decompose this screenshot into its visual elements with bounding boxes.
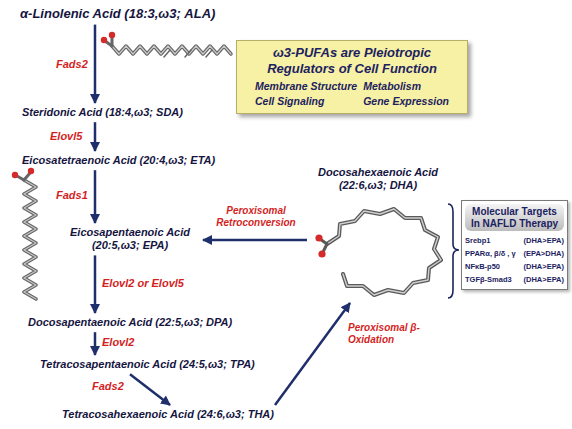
compound-name: Eicosatetraenoic Acid (20:4,ω3; ETA) (22, 154, 215, 167)
dha-molecule (315, 209, 441, 295)
text-grid: Membrane Structure MetabolismCell Signali… (245, 80, 459, 107)
carbon-chain (327, 209, 441, 295)
compound-name: Steridonic Acid (18:4,ω3; SDA) (22, 106, 183, 119)
compound-label: α-Linolenic Acid (18:3,ω3; ALA) (20, 6, 215, 22)
target-name: NFκB-p50 (465, 262, 516, 271)
text-grid: Srebp1 (DHA>EPA) PPARα, β/δ , γ (EPA>DHA) NF… (465, 236, 564, 284)
curly-bracket (448, 204, 459, 298)
oxygen-atom (318, 250, 325, 257)
compound-name: Tetracosahexaenoic Acid (24:6,ω3; THA) (62, 408, 274, 421)
box-heading: Molecular Targets In NAFLD Therapy (465, 204, 564, 231)
oxygen-atom (109, 32, 115, 38)
target-name: TGFβ-Smad3 (465, 275, 516, 284)
ala-molecule (101, 32, 231, 57)
compound-name: Docosahexaenoic Acid (22:6,ω3; DHA) (310, 166, 446, 192)
oxygen-atom (28, 168, 34, 174)
compound-name: α-Linolenic Acid (18:3,ω3; ALA) (20, 6, 215, 22)
enzyme-label: Elovl2 or Elovl5 (102, 277, 184, 290)
enzyme-label: Peroxisomal β-Oxidation (348, 322, 438, 345)
compound-label: Docosahexaenoic Acid (22:6,ω3; DHA) (310, 166, 446, 300)
oxygen-atom (315, 234, 322, 241)
double-bond (164, 50, 170, 57)
compound-name: Tetracosapentaenoic Acid (24:5,ω3; TPA) (40, 358, 255, 371)
carboxyl-bond (17, 176, 24, 180)
compound-name: Docosapentaenoic Acid (22:5,ω3; DPA) (28, 316, 232, 329)
enzyme-label: Elovl5 (50, 130, 82, 143)
pathway-arrow (94, 332, 97, 355)
pathway-arrow (94, 122, 97, 151)
enzyme-label: Elovl2 (102, 336, 134, 349)
chain-highlight (112, 46, 231, 54)
pathway-arrow (94, 255, 97, 313)
target-selectivity: (EPA>DHA) (524, 249, 565, 258)
compound-label: Tetracosahexaenoic Acid (24:6,ω3; THA) (62, 408, 274, 421)
target-selectivity: (DHA>EPA) (524, 262, 565, 271)
function-item: Gene Expression (363, 95, 449, 108)
chain-highlight (24, 180, 36, 299)
function-item: Cell Signaling (255, 95, 357, 108)
oxygen-atom (101, 37, 107, 43)
target-selectivity: (DHA>EPA) (524, 236, 565, 245)
target-selectivity: (DHA>EPA) (524, 275, 565, 284)
double-bond (206, 50, 212, 57)
function-item: Metabolism (363, 80, 449, 93)
compound-label: Eicosatetraenoic Acid (20:4,ω3; ETA) (22, 154, 215, 167)
oxygen-atom (12, 172, 18, 178)
enzyme-label: Peroxisomal Retroconversion (208, 205, 304, 228)
double-bond (185, 50, 191, 57)
targets-box: Molecular Targets In NAFLD TherapySrebp1… (461, 200, 568, 290)
carboxyl-bond (111, 37, 114, 46)
function-box: ω3-PUFAs are Pleiotropic Regulators of C… (236, 40, 468, 114)
carbon-chain (24, 180, 36, 299)
pathway-arrow (130, 374, 170, 405)
epa-molecule (12, 168, 36, 299)
compound-label: Docosapentaenoic Acid (22:5,ω3; DPA) (28, 316, 232, 329)
function-item: Membrane Structure (255, 80, 357, 93)
target-name: Srebp1 (465, 236, 516, 245)
box-heading: ω3-PUFAs are Pleiotropic Regulators of C… (245, 45, 459, 76)
pathway-arrow (275, 303, 350, 405)
chain-highlight (327, 209, 441, 295)
compound-label: Eicosapentaenoic Acid (20:5,ω3; EPA) (60, 226, 200, 252)
enzyme-label: Fads2 (92, 380, 124, 393)
compound-name: Eicosapentaenoic Acid (20:5,ω3; EPA) (60, 226, 200, 252)
carbon-chain (112, 46, 231, 54)
pathway-arrow (94, 170, 97, 223)
enzyme-label: Fads1 (56, 189, 88, 202)
pathway-arrow (203, 239, 307, 242)
pathway-arrow (94, 25, 97, 103)
target-name: PPARα, β/δ , γ (465, 249, 516, 258)
compound-label: Steridonic Acid (18:4,ω3; SDA) (22, 106, 183, 119)
compound-label: Tetracosapentaenoic Acid (24:5,ω3; TPA) (40, 358, 255, 371)
enzyme-label: Fads2 (56, 58, 88, 71)
